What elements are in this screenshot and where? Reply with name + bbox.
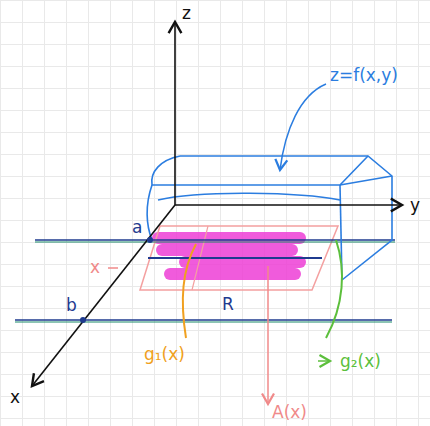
- point-label: a: [130, 218, 144, 237]
- surface-label: z=f(x,y): [328, 66, 400, 85]
- axis-label: x: [8, 388, 22, 407]
- point-label: b: [64, 296, 79, 315]
- area-label: A(x): [270, 403, 309, 422]
- curve-label: g₁(x): [142, 345, 187, 364]
- curve-label: g₂(x): [338, 352, 383, 371]
- axis-label: z: [180, 4, 193, 23]
- axis-label: y: [408, 196, 422, 215]
- variable-label: x: [88, 258, 102, 277]
- region-label: R: [220, 295, 236, 314]
